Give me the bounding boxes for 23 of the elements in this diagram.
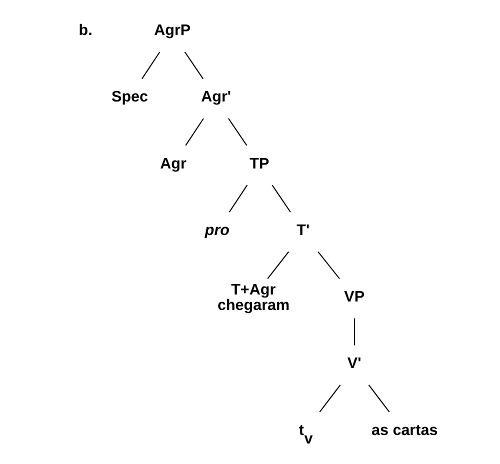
node-text: Agr' <box>200 88 231 106</box>
node-text: Agr <box>160 155 186 172</box>
connector <box>141 52 160 80</box>
connector <box>271 184 290 212</box>
node-text: as cartas <box>370 422 438 439</box>
node-text: Spec <box>111 88 148 106</box>
connector <box>368 384 390 412</box>
connector <box>317 251 340 280</box>
connector <box>266 251 289 280</box>
node-text: VP <box>344 288 364 306</box>
node-text: pro <box>204 222 230 239</box>
connector <box>184 52 204 80</box>
connector <box>228 118 247 146</box>
node-text: TP <box>249 155 269 172</box>
node-text: AgrP <box>154 22 190 40</box>
connector <box>353 318 355 346</box>
label: b. <box>78 22 92 40</box>
node-text: T+Agr chegaram <box>216 281 290 314</box>
node-text: V' <box>346 355 361 372</box>
connector <box>228 184 248 212</box>
connector <box>184 118 204 146</box>
node-text: T' <box>296 222 310 239</box>
connector <box>318 384 340 412</box>
